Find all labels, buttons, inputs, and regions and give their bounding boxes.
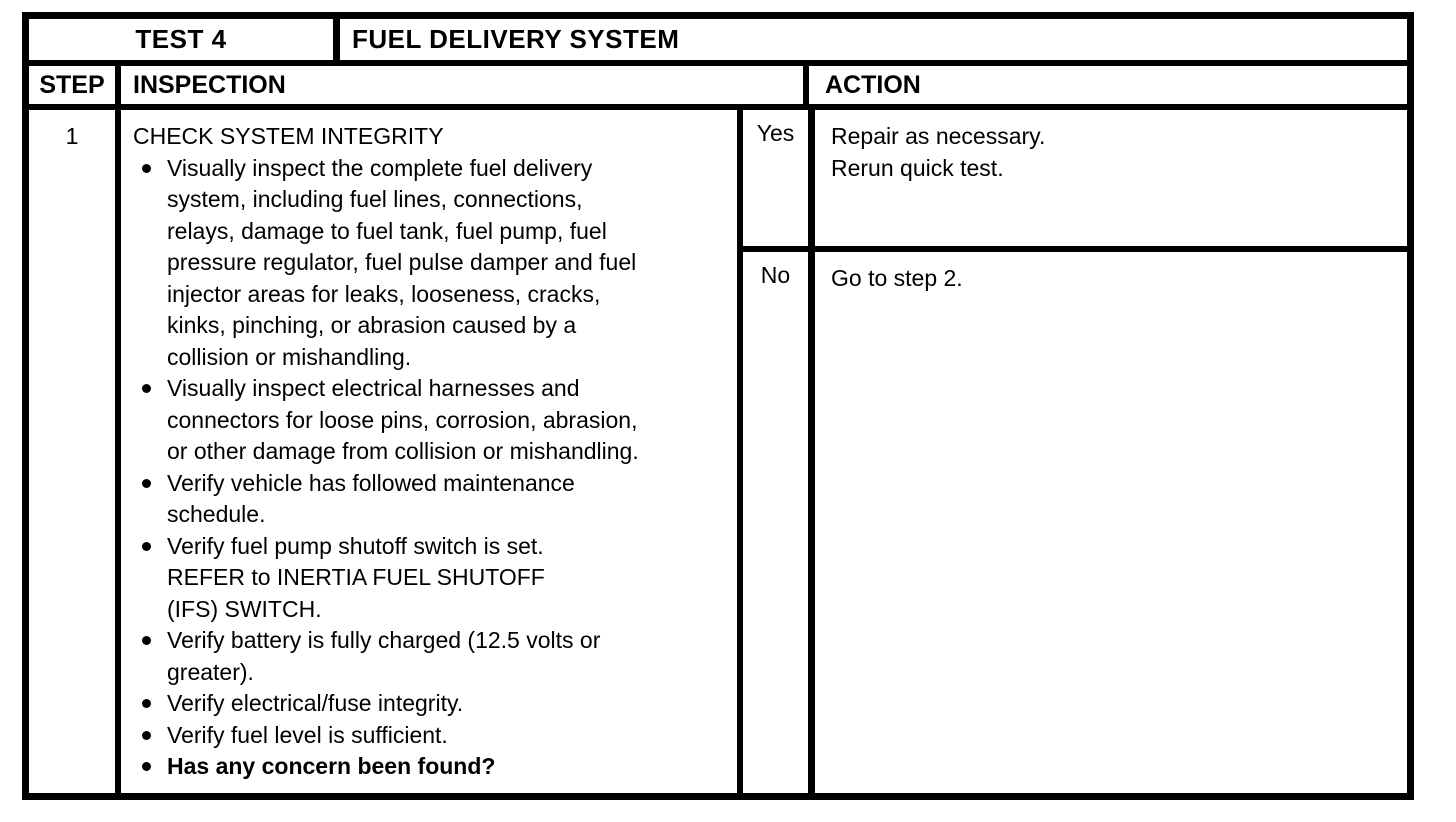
bullet-text-line: kinks, pinching, or abrasion caused by a [167, 312, 577, 338]
inspection-column-header: INSPECTION [121, 66, 809, 104]
bullet-text-line: Verify fuel pump shutoff switch is set. [167, 532, 544, 559]
bullet-text-line: or other damage from collision or mishan… [167, 438, 639, 464]
bullet-item: Verify battery is fully charged (12.5 vo… [133, 625, 737, 688]
yes-action-cell: Repair as necessary. Rerun quick test. [815, 110, 1407, 246]
bullet-item: Verify electrical/fuse integrity. [133, 688, 737, 720]
bullet-icon [142, 163, 151, 173]
step-1-row: 1 CHECK SYSTEM INTEGRITY Visually inspec… [29, 110, 1407, 793]
bullet-text-line: Visually inspect the complete fuel deliv… [167, 154, 593, 181]
bullet-text-line: schedule. [167, 501, 266, 527]
no-answer-cell: No [743, 252, 815, 793]
bullet-item: Verify fuel pump shutoff switch is set. R… [133, 531, 737, 626]
bullet-icon [142, 636, 151, 645]
step-number-cell: 1 [29, 110, 121, 793]
bullet-text-line: Has any concern been found? [167, 753, 496, 779]
bullet-text-line: REFER to INERTIA FUEL SHUTOFF [167, 564, 545, 590]
bullet-text-line: system, including fuel lines, connection… [167, 186, 583, 212]
no-action-cell: Go to step 2. [815, 252, 1407, 793]
column-header-row: STEP INSPECTION ACTION [29, 66, 1407, 110]
bullet-text-line: greater). [167, 658, 254, 685]
test-number-cell: TEST 4 [29, 19, 340, 60]
bullet-text-line: connectors for loose pins, corrosion, ab… [167, 406, 638, 433]
bullet-item: Visually inspect electrical harnesses an… [133, 373, 737, 468]
bullet-text-line: Verify vehicle has followed maintenance [167, 469, 575, 496]
bullet-icon [142, 730, 151, 740]
bullet-icon [142, 762, 151, 771]
bullet-text-line: Visually inspect electrical harnesses an… [167, 375, 580, 401]
bullet-icon [142, 384, 151, 393]
action-text-line: Repair as necessary. [831, 123, 1046, 149]
bullet-item: Visually inspect the complete fuel deliv… [133, 153, 737, 374]
yes-result-row: Yes Repair as necessary. Rerun quick test… [743, 110, 1407, 252]
system-title-cell: FUEL DELIVERY SYSTEM [352, 24, 680, 54]
bullet-item: Verify vehicle has followed maintenance s… [133, 468, 737, 531]
yes-answer-cell: Yes [743, 110, 815, 246]
bullet-icon [142, 478, 151, 488]
bullet-text-line: (IFS) SWITCH. [167, 595, 322, 622]
no-result-row: No Go to step 2. [743, 252, 1407, 793]
bullet-icon [142, 699, 151, 708]
results-column: Yes Repair as necessary. Rerun quick test… [743, 110, 1407, 793]
bullet-item: Has any concern been found? [133, 751, 737, 783]
bullet-text-line: relays, damage to fuel tank, fuel pump, … [167, 217, 607, 244]
inspection-cell: CHECK SYSTEM INTEGRITY Visually inspect … [121, 110, 743, 793]
bullet-list: Visually inspect the complete fuel deliv… [133, 153, 737, 783]
action-column-header: ACTION [825, 70, 921, 99]
bullet-item: Verify fuel level is sufficient. [133, 720, 737, 752]
bullet-text-line: Verify electrical/fuse integrity. [167, 690, 464, 716]
inspection-heading: CHECK SYSTEM INTEGRITY [133, 123, 444, 149]
step-column-header: STEP [29, 66, 121, 104]
diagnostic-test-table: TEST 4 FUEL DELIVERY SYSTEM STEP INSPECT… [22, 12, 1414, 800]
bullet-text-line: Verify fuel level is sufficient. [167, 721, 448, 748]
bullet-icon [142, 541, 151, 551]
bullet-text-line: injector areas for leaks, looseness, cra… [167, 280, 601, 307]
action-text-line: Rerun quick test. [831, 155, 1004, 181]
bullet-text-line: pressure regulator, fuel pulse damper an… [167, 249, 637, 275]
bullet-text-line: Verify battery is fully charged (12.5 vo… [167, 627, 601, 653]
title-row: TEST 4 FUEL DELIVERY SYSTEM [29, 19, 1407, 66]
bullet-text-line: collision or mishandling. [167, 343, 412, 370]
action-text-line: Go to step 2. [831, 265, 963, 291]
